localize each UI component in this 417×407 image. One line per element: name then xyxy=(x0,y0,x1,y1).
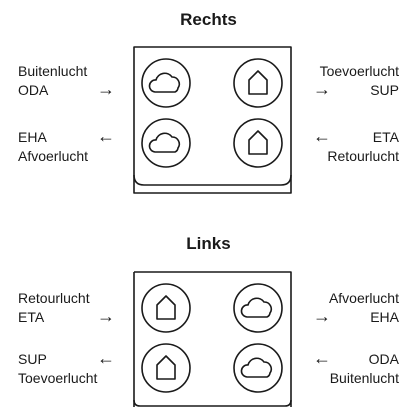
house-icon xyxy=(141,283,191,333)
cloud-icon xyxy=(141,118,191,168)
unit-links xyxy=(133,271,292,407)
label-eha: EHA xyxy=(370,309,399,325)
unit-base-line xyxy=(133,174,292,186)
label-eta: ETA xyxy=(18,309,45,325)
title-links: Links xyxy=(186,234,231,253)
label-buitenlucht: Buitenlucht xyxy=(329,370,399,386)
label-sup: SUP xyxy=(370,82,399,98)
arrow-right-icon: → xyxy=(97,306,115,326)
label-toevoerlucht: Toevoerlucht xyxy=(319,63,399,79)
unit-housing xyxy=(133,271,292,407)
unit-rechts xyxy=(133,46,292,194)
cloud-icon xyxy=(141,58,191,108)
house-icon xyxy=(233,118,283,168)
arrow-right-icon: → xyxy=(313,306,331,326)
arrow-right-icon: → xyxy=(97,79,115,99)
arrow-left-icon: ← xyxy=(97,126,115,146)
unit-housing xyxy=(133,46,292,194)
house-icon xyxy=(233,58,283,108)
unit-base-line xyxy=(133,399,292,407)
label-afvoerlucht: Afvoerlucht xyxy=(18,148,89,164)
label-oda: ODA xyxy=(368,351,399,367)
label-eha: EHA xyxy=(18,129,47,145)
label-retourlucht: Retourlucht xyxy=(327,148,399,164)
label-afvoerlucht: Afvoerlucht xyxy=(328,290,399,306)
label-retourlucht: Retourlucht xyxy=(18,290,90,306)
arrow-right-icon: → xyxy=(313,79,331,99)
cloud-icon xyxy=(233,283,283,333)
label-sup: SUP xyxy=(18,351,47,367)
label-buitenlucht: Buitenlucht xyxy=(18,63,88,79)
house-icon xyxy=(141,343,191,393)
arrow-left-icon: ← xyxy=(97,348,115,368)
cloud-icon xyxy=(233,343,283,393)
arrow-left-icon: ← xyxy=(313,348,331,368)
label-oda: ODA xyxy=(18,82,49,98)
label-toevoerlucht: Toevoerlucht xyxy=(18,370,98,386)
label-eta: ETA xyxy=(372,129,399,145)
title-rechts: Rechts xyxy=(180,10,237,29)
arrow-left-icon: ← xyxy=(313,126,331,146)
